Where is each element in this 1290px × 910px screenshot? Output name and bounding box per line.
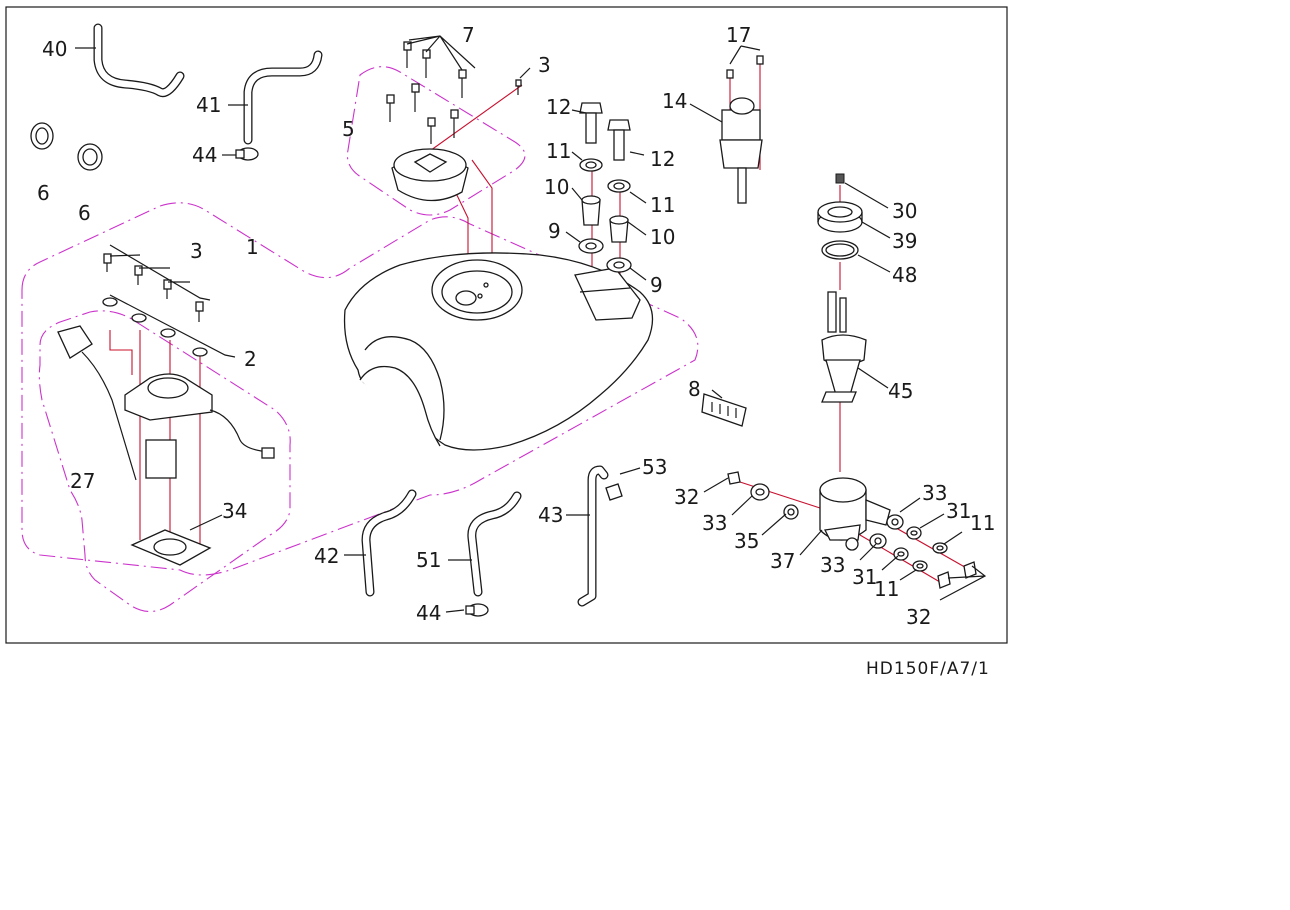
callout-6-left: 6: [37, 181, 50, 205]
fuel-sender-27: [57, 325, 275, 481]
ring-nut-39: [817, 201, 863, 233]
rubber-9-left: [578, 238, 604, 254]
cap-bolts-7: [386, 41, 467, 144]
assembly-outlines: [21, 66, 699, 613]
callout-14: 14: [662, 89, 687, 113]
callout-6-right: 6: [78, 201, 91, 225]
diagram-frame: [5, 6, 1008, 644]
callout-51: 51: [416, 548, 441, 572]
hose-51: [467, 491, 522, 597]
callout-8: 8: [688, 377, 701, 401]
collar-10-right: [609, 215, 629, 243]
bolt-12-right: [607, 119, 631, 161]
callout-7: 7: [462, 23, 475, 47]
gasket-34: [130, 529, 212, 566]
callout-leaders: [75, 35, 987, 613]
callout-44-bottom: 44: [416, 601, 441, 625]
fuel-pump-45: [821, 291, 867, 403]
callout-11-bottom: 11: [874, 577, 899, 601]
callout-37: 37: [770, 549, 795, 573]
callout-43: 43: [538, 503, 563, 527]
fuel-cap-assembly-5: [391, 148, 469, 202]
hose-clamp-44-top: [235, 147, 259, 161]
callout-40: 40: [42, 37, 67, 61]
screws-17: [726, 55, 764, 79]
callout-3-left: 3: [190, 239, 203, 263]
pipe-43: [577, 465, 609, 607]
callout-32-bottom-right: 32: [906, 605, 931, 629]
hose-42: [361, 489, 417, 597]
callout-33-bottom: 33: [820, 553, 845, 577]
callout-35: 35: [734, 529, 759, 553]
callout-27: 27: [70, 469, 95, 493]
cap-6-right: [77, 143, 103, 171]
washer-11-right: [607, 179, 631, 193]
bolt-12-left: [579, 102, 603, 144]
screw-3-top: [515, 79, 522, 95]
callout-labels: 40 41 44 6 6 7 3 5 12 12 11 11 10 10 9 9…: [37, 23, 995, 629]
callout-11-far-right: 11: [970, 511, 995, 535]
callout-33-left: 33: [702, 511, 727, 535]
callout-9-right: 9: [650, 273, 663, 297]
collar-10-left: [581, 195, 601, 226]
callout-10-right: 10: [650, 225, 675, 249]
callout-5: 5: [342, 117, 355, 141]
hose-41: [243, 50, 323, 145]
callout-44-top: 44: [192, 143, 217, 167]
callout-39: 39: [892, 229, 917, 253]
hose-40: [93, 23, 185, 98]
callout-53: 53: [642, 455, 667, 479]
callout-42: 42: [314, 544, 339, 568]
cushion-8: [701, 393, 747, 427]
callout-10-left: 10: [544, 175, 569, 199]
nut-30: [835, 173, 845, 184]
callout-45: 45: [888, 379, 913, 403]
callout-2: 2: [244, 347, 257, 371]
callout-17: 17: [726, 23, 751, 47]
fuel-valve-14: [719, 97, 763, 204]
callout-12-right: 12: [650, 147, 675, 171]
callout-32-left: 32: [674, 485, 699, 509]
callout-3-top: 3: [538, 53, 551, 77]
callout-11-left: 11: [546, 139, 571, 163]
clip-53: [605, 483, 623, 501]
filter-37: [819, 477, 891, 551]
callout-41: 41: [196, 93, 221, 117]
rubber-9-right: [606, 257, 632, 273]
hose-clamp-44-bottom: [465, 603, 489, 617]
washer-11-left: [579, 158, 603, 172]
cap-6-left: [30, 122, 54, 150]
callout-31-bottom: 31: [852, 565, 877, 589]
callout-33-top-right: 33: [922, 481, 947, 505]
o-ring-48: [821, 240, 859, 260]
callout-34: 34: [222, 499, 247, 523]
callout-1: 1: [246, 235, 259, 259]
callout-9-left: 9: [548, 219, 561, 243]
callout-48: 48: [892, 263, 917, 287]
callout-31-right: 31: [946, 499, 971, 523]
screws-3-left: [103, 253, 204, 322]
drawing-code: HD150F/A7/1: [866, 659, 990, 679]
callout-11-right: 11: [650, 193, 675, 217]
fuel-tank: [343, 252, 654, 451]
washers-2: [102, 297, 208, 357]
callout-12-left: 12: [546, 95, 571, 119]
callout-30: 30: [892, 199, 917, 223]
